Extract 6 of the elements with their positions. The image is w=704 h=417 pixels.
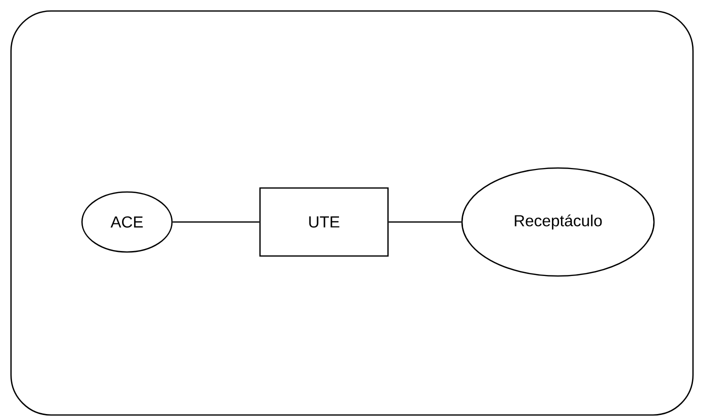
ellipse-node: Receptáculo xyxy=(461,167,655,277)
frame-box xyxy=(10,10,694,416)
ellipse-node: ACE xyxy=(81,191,173,253)
process-box: UTE xyxy=(259,187,389,257)
connector-line xyxy=(388,221,462,223)
connector-line xyxy=(172,221,260,223)
